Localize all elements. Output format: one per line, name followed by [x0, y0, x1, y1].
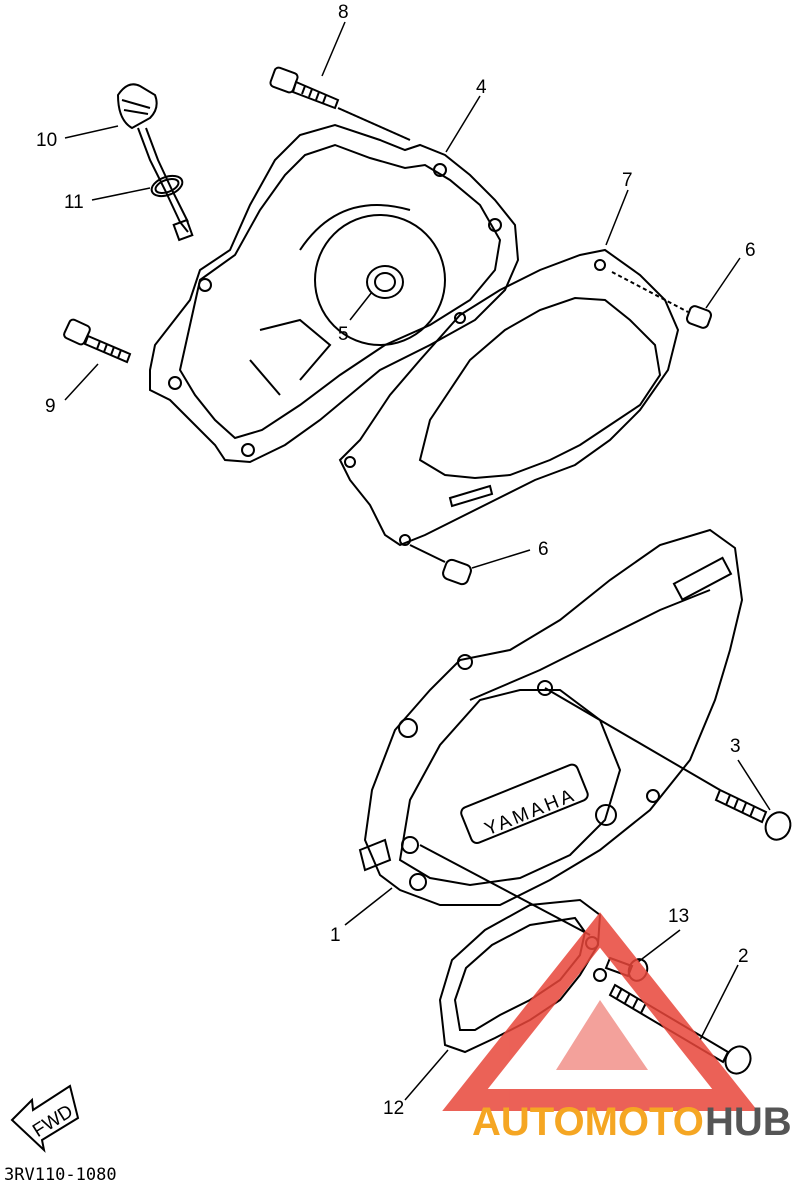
callout-5: 5 — [338, 324, 349, 345]
callout-11: 11 — [64, 192, 84, 213]
callout-9: 9 — [45, 396, 56, 417]
reference-code: 3RV110-1080 — [4, 1165, 117, 1185]
gasket-7 — [338, 248, 680, 547]
callout-12: 12 — [383, 1098, 404, 1119]
dipstick-10 — [116, 83, 194, 242]
callout-1: 1 — [330, 925, 341, 946]
forward-arrow-icon — [10, 1084, 80, 1153]
watermark-text-part1: AUTOMOTO — [472, 1100, 704, 1144]
o-ring-11 — [150, 174, 184, 198]
callout-8: 8 — [338, 2, 349, 23]
callout-6-lower: 6 — [538, 539, 549, 560]
callout-13: 13 — [668, 906, 689, 927]
outer-cover-1 — [358, 528, 744, 936]
leader-lines — [64, 21, 771, 1101]
callout-3: 3 — [730, 736, 741, 757]
callout-10: 10 — [36, 130, 57, 151]
callout-4: 4 — [476, 77, 487, 98]
dowel-6-lower — [409, 544, 472, 586]
callout-6-upper: 6 — [745, 240, 756, 261]
bolt-3 — [714, 788, 792, 841]
bolt-9 — [63, 318, 132, 364]
crankcase-cover-4 — [149, 123, 520, 464]
dowel-6-upper — [611, 271, 713, 329]
callout-7: 7 — [622, 170, 633, 191]
watermark-logo-icon — [442, 912, 758, 1111]
bolt-8 — [269, 66, 411, 141]
callout-2: 2 — [738, 946, 749, 967]
watermark-text-part2: HUB — [705, 1100, 792, 1144]
yamaha-emblem-text: YAMAHA — [482, 784, 580, 840]
